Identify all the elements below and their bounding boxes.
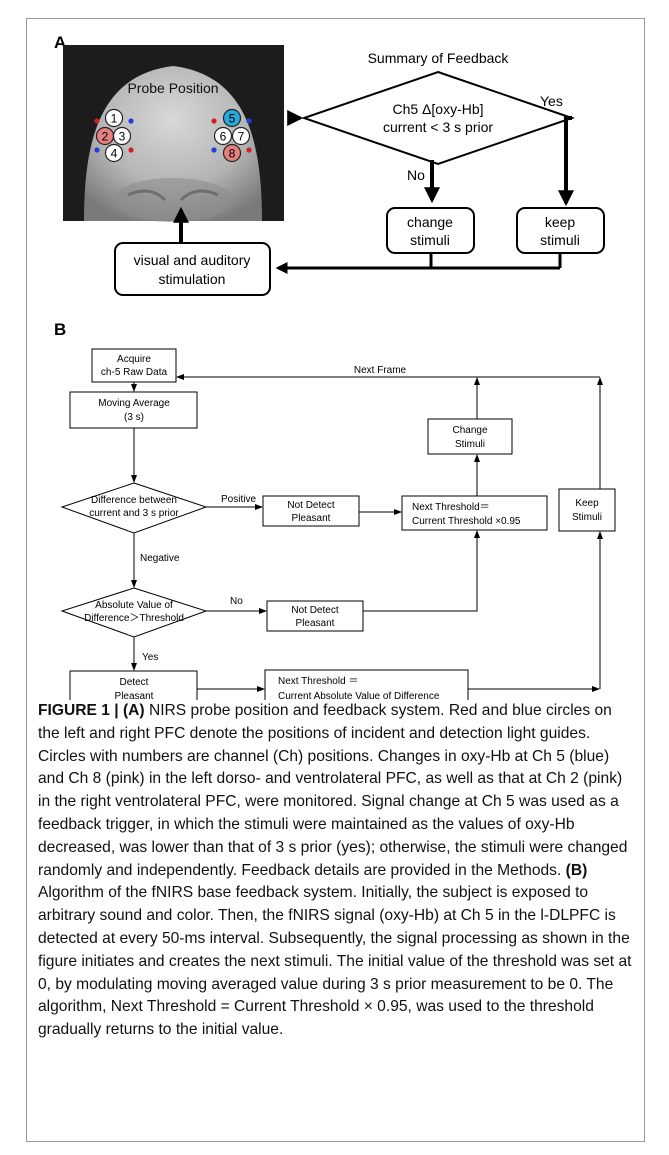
not-detect-box-2: Not Detect Pleasant	[266, 600, 364, 632]
svg-text:keep: keep	[545, 214, 576, 230]
caption-label: FIGURE 1 |	[38, 702, 123, 719]
svg-text:Difference between: Difference between	[91, 495, 177, 506]
svg-text:Absolute Value of: Absolute Value of	[95, 600, 173, 611]
svg-text:stimulation: stimulation	[159, 271, 226, 287]
next-frame-label: Next Frame	[354, 365, 407, 376]
svg-text:Pleasant: Pleasant	[115, 691, 154, 700]
keep-stimuli-box-b: Keep Stimuli	[558, 488, 616, 532]
change-stimuli-box: change stimuli	[386, 207, 475, 254]
svg-text:2: 2	[102, 130, 109, 144]
svg-text:stimuli: stimuli	[410, 232, 450, 248]
caption-b-tag: (B)	[565, 861, 588, 879]
arrow-notdetect2-up	[363, 530, 480, 612]
svg-text:Next Threshold＝: Next Threshold＝	[412, 502, 490, 513]
svg-text:(3 s): (3 s)	[124, 412, 144, 423]
panel-b-label: B	[54, 320, 66, 339]
decision-diamond: Ch5 Δ[oxy-Hb] current < 3 s prior	[300, 70, 576, 166]
channel-8: 8	[222, 143, 242, 163]
keep-stimuli-box: keep stimuli	[516, 207, 605, 254]
svg-text:ch-5 Raw Data: ch-5 Raw Data	[101, 367, 168, 378]
svg-text:Stimuli: Stimuli	[455, 439, 485, 450]
svg-text:Change: Change	[452, 425, 487, 436]
summary-title: Summary of Feedback	[368, 50, 510, 66]
light-guide-dots	[94, 118, 252, 153]
svg-text:Detect: Detect	[120, 677, 149, 688]
no-label: No	[407, 167, 425, 183]
acquire-box: Acquire ch-5 Raw Data	[91, 348, 177, 383]
yes-label: Yes	[540, 93, 563, 109]
difference-diamond: Difference between current and 3 s prior	[60, 482, 208, 534]
no-label-b: No	[230, 596, 243, 607]
svg-text:Acquire: Acquire	[117, 354, 151, 365]
svg-text:Stimuli: Stimuli	[572, 512, 602, 523]
absolute-value-diamond: Absolute Value of Difference＞Threshold	[60, 587, 208, 638]
arrow-yes	[558, 116, 574, 207]
not-detect-box-1: Not Detect Pleasant	[262, 495, 360, 527]
svg-text:current < 3 s prior: current < 3 s prior	[383, 119, 493, 135]
probe-title: Probe Position	[127, 80, 218, 96]
next-threshold-box-2: Next Threshold ＝ Current Absolute Value …	[264, 669, 469, 700]
negative-label: Negative	[140, 553, 180, 564]
svg-text:3: 3	[119, 130, 126, 144]
svg-text:Pleasant: Pleasant	[292, 513, 331, 524]
svg-text:Current Absolute Value of Diff: Current Absolute Value of Difference	[278, 691, 440, 700]
yes-label-b: Yes	[142, 652, 158, 663]
svg-text:Not Detect: Not Detect	[291, 605, 338, 616]
channel-6: 6	[213, 126, 233, 146]
svg-text:4: 4	[111, 147, 118, 161]
next-threshold-box-1: Next Threshold＝ Current Threshold ×0.95	[401, 495, 548, 531]
channel-4: 4	[104, 143, 124, 163]
svg-text:Moving Average: Moving Average	[98, 398, 170, 409]
figure-caption: FIGURE 1 | (A) NIRS probe position and f…	[38, 700, 633, 1042]
svg-text:Current Threshold ×0.95: Current Threshold ×0.95	[412, 516, 521, 527]
svg-text:Difference＞Threshold: Difference＞Threshold	[84, 613, 184, 624]
svg-text:5: 5	[229, 112, 236, 126]
svg-text:change: change	[407, 214, 453, 230]
svg-text:Keep: Keep	[575, 498, 599, 509]
caption-a-text: NIRS probe position and feedback system.…	[38, 702, 628, 879]
caption-b-text: Algorithm of the fNIRS base feedback sys…	[38, 884, 632, 1039]
channel-7: 7	[231, 126, 251, 146]
svg-text:7: 7	[238, 130, 245, 144]
svg-text:Pleasant: Pleasant	[296, 618, 335, 629]
svg-text:Not Detect: Not Detect	[287, 500, 334, 511]
positive-label: Positive	[221, 494, 256, 505]
channel-3: 3	[112, 126, 132, 146]
channel-5: 5	[222, 108, 242, 128]
svg-text:stimuli: stimuli	[540, 232, 580, 248]
stimulation-box: visual and auditory stimulation	[114, 242, 271, 296]
svg-text:current and 3 s prior: current and 3 s prior	[89, 508, 179, 519]
svg-text:Ch5 Δ[oxy-Hb]: Ch5 Δ[oxy-Hb]	[392, 101, 483, 117]
svg-text:Next Threshold ＝: Next Threshold ＝	[278, 676, 358, 687]
channel-2: 2	[95, 126, 115, 146]
svg-text:6: 6	[220, 130, 227, 144]
probe-photo: Probe Position	[63, 45, 284, 222]
figure-diagram: A Probe Position 1 2 3 4 5 6 7 8 Summary…	[54, 33, 616, 700]
moving-average-box: Moving Average (3 s)	[69, 391, 198, 429]
svg-text:visual and auditory: visual and auditory	[134, 252, 251, 268]
svg-text:8: 8	[229, 147, 236, 161]
detect-box: Detect Pleasant	[69, 670, 198, 700]
caption-a-tag: (A)	[122, 702, 145, 719]
svg-text:1: 1	[111, 112, 118, 126]
channel-1: 1	[104, 108, 124, 128]
change-stimuli-box-b: Change Stimuli	[427, 418, 513, 455]
